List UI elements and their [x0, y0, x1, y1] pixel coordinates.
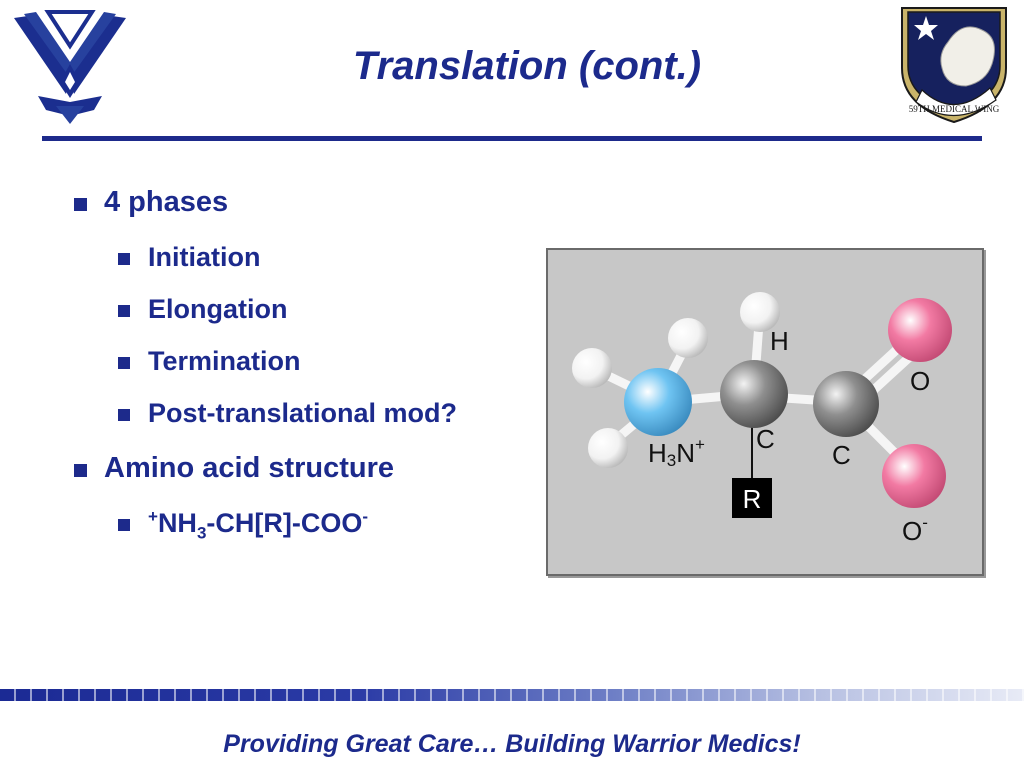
page-title: Translation (cont.) [352, 44, 702, 88]
bullet-square-icon [118, 519, 130, 531]
bullet-square-icon [118, 253, 130, 265]
r-group-box [732, 478, 772, 518]
footer-band [0, 689, 1024, 701]
bullet-amino-acid-structure: Amino acid structure [74, 452, 494, 488]
bullet-formula: +NH3-CH[R]-COO- [118, 508, 538, 544]
bullet-text: Elongation [148, 294, 288, 324]
bullet-square-icon [74, 464, 87, 477]
label-o-bottom: O- [902, 513, 928, 546]
label-o-top: O [910, 366, 930, 396]
oxygen-atom-bottom [882, 444, 946, 508]
bullet-4-phases: 4 phases [74, 186, 494, 222]
bullet-square-icon [118, 409, 130, 421]
oxygen-atom-top [888, 298, 952, 362]
hydrogen-atom [588, 428, 628, 468]
bullet-text: Initiation [148, 242, 261, 272]
label-c-alpha: C [756, 424, 775, 454]
bullet-text: 4 phases [104, 186, 229, 218]
alpha-carbon-atom [720, 360, 788, 428]
label-r: R [743, 484, 762, 514]
footer-tagline: Providing Great Care… Building Warrior M… [223, 730, 801, 758]
bullet-elongation: Elongation [118, 294, 538, 330]
bullet-square-icon [74, 198, 87, 211]
hydrogen-atom [668, 318, 708, 358]
label-c-carboxyl: C [832, 440, 851, 470]
59th-medical-wing-shield-icon: 59TH MEDICAL WING [892, 2, 1016, 126]
label-h3n: H3N+ [648, 435, 705, 470]
bullet-square-icon [118, 357, 130, 369]
bullet-text: Amino acid structure [104, 452, 395, 484]
bullet-post-translational: Post-translational mod? [118, 398, 538, 434]
bullet-termination: Termination [118, 346, 538, 382]
amino-acid-diagram: H H3N+ C C O O- R [546, 248, 984, 576]
air-force-wings-icon [8, 6, 132, 128]
title-divider [42, 136, 982, 141]
nitrogen-atom [624, 368, 692, 436]
hydrogen-atom [740, 292, 780, 332]
bullet-square-icon [118, 305, 130, 317]
hydrogen-atom [572, 348, 612, 388]
shield-banner-text: 59TH MEDICAL WING [909, 104, 1000, 114]
bullet-text: Post-translational mod? [148, 398, 458, 428]
carboxyl-carbon-atom [813, 371, 879, 437]
label-h: H [770, 326, 789, 356]
bullet-initiation: Initiation [118, 242, 538, 278]
bullet-text: Termination [148, 346, 301, 376]
amino-acid-formula: +NH3-CH[R]-COO- [148, 507, 369, 543]
